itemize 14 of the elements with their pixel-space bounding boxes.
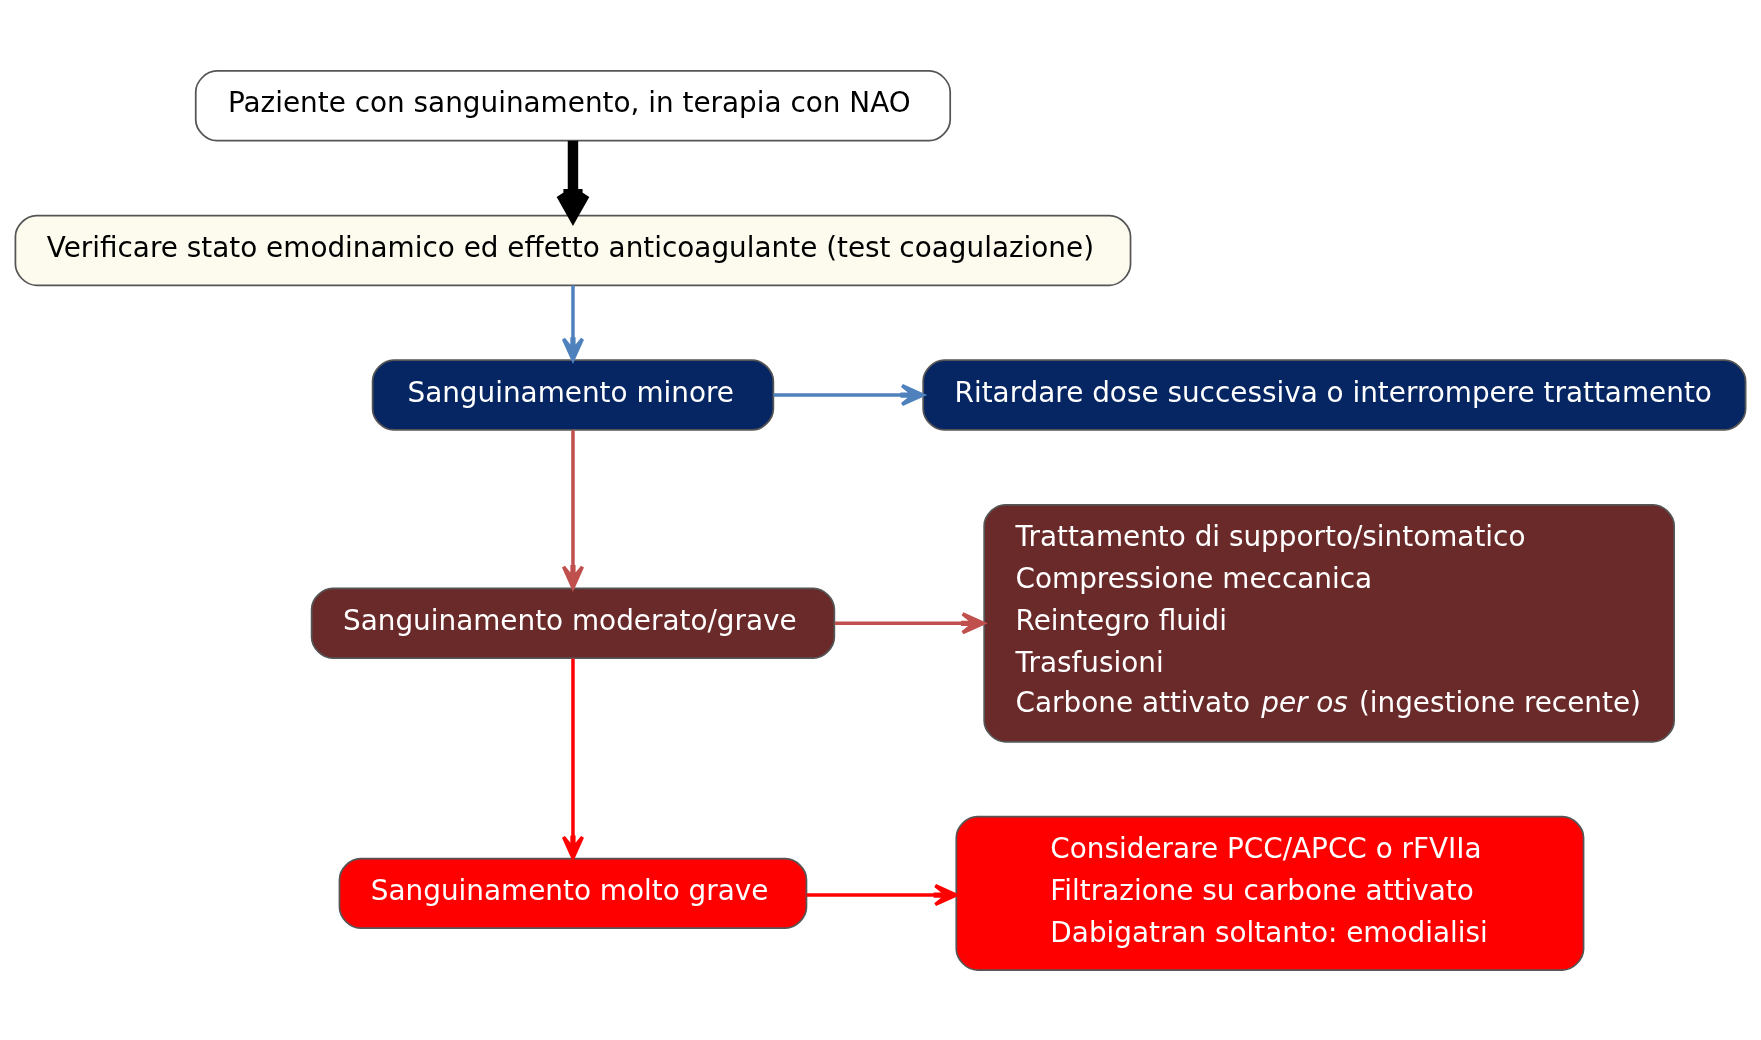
arrow — [773, 383, 925, 406]
node-box: Trattamento di supporto/sintomatico Compressione meccanica Reintegro fluidi Trasfusioni Carbone attivato per os (ingestione recente) — [983, 503, 1675, 743]
node-box: Sanguinamento minore — [371, 358, 775, 431]
node-box: Considerare PCC/APCC o rFVIIa Filtrazione su carbone attivato Dabigatran soltanto: emodialisi — [955, 815, 1585, 971]
node-box: Sanguinamento molto grave — [338, 857, 808, 929]
node-box: Ritardare dose successiva o interrompere trattamento — [922, 358, 1747, 431]
arrow — [834, 611, 986, 634]
arrow — [561, 284, 585, 362]
arrow — [561, 429, 585, 589]
node-box: Sanguinamento moderato/grave — [310, 587, 836, 659]
node-box: Verificare stato emodinamico ed effetto anticoagulante (test coagulazione) — [14, 214, 1132, 286]
arrow — [806, 883, 958, 906]
arrow — [561, 658, 585, 860]
node-box: Paziente con sanguinamento, in terapia con NAO — [194, 69, 952, 142]
